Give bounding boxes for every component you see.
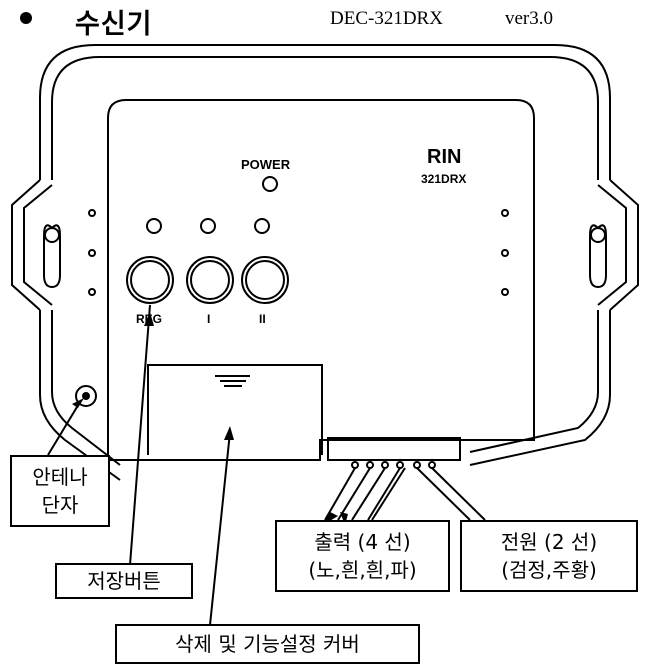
right-mounting-ear [609,179,639,311]
housing-outline [39,44,611,180]
antenna-leader [47,401,81,456]
cover-leader [209,431,231,626]
ii-button [241,256,289,304]
header: 수신기 DEC-321DRX ver3.0 [0,0,650,40]
bullet-icon [20,12,32,24]
antenna-callout-line1: 안테나 [32,465,88,489]
output-callout: 출력 (4 선) (노,흰,흰,파) [275,520,450,592]
reg-button-label: REG [136,312,163,326]
output-callout-line2: (노,흰,흰,파) [308,558,417,582]
led-reg [146,218,162,234]
right-keyhole-icon [589,224,607,289]
power-callout: 전원 (2 선) (검정,주황) [460,520,638,592]
brand-label: RIN [427,146,462,168]
model-number: DEC-321DRX [330,8,443,29]
led-ii [254,218,270,234]
output-callout-line1: 출력 (4 선) [314,530,411,554]
page-title: 수신기 [75,9,153,40]
save-button-callout-text: 저장버튼 [87,569,161,593]
terminal-connector [327,437,461,461]
save-leader [129,304,151,566]
i-button [186,256,234,304]
power-callout-line2: (검정,주황) [501,558,597,582]
i-button-label: I [207,312,211,326]
model-label: 321DRX [421,172,467,186]
antenna-callout: 안테나 단자 [10,455,110,527]
cover-callout-text: 삭제 및 기능설정 커버 [175,632,360,656]
cover-callout: 삭제 및 기능설정 커버 [115,624,420,664]
antenna-terminal [75,385,97,407]
power-callout-line1: 전원 (2 선) [500,530,598,554]
face-panel [107,99,535,461]
left-mounting-ear [11,179,41,311]
power-label: POWER [241,157,291,172]
led-i [200,218,216,234]
ii-button-label: II [259,312,266,326]
version-label: ver3.0 [505,8,554,29]
function-cover [147,364,323,455]
antenna-callout-line2: 단자 [41,493,79,517]
left-keyhole-icon [43,224,61,289]
save-button-callout: 저장버튼 [55,563,193,599]
reg-button [126,256,174,304]
power-led [262,176,278,192]
